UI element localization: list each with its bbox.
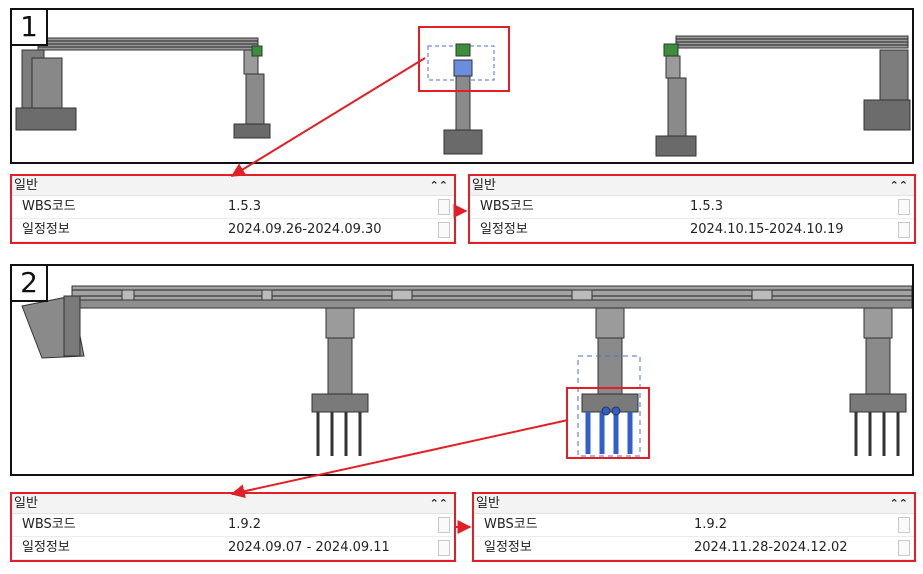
row-edit-button[interactable]: [898, 199, 910, 215]
schedule-row: 일정정보 2024.09.07 - 2024.09.11: [12, 537, 454, 560]
schedule-label: 일정정보: [484, 540, 532, 555]
schedule-row: 일정정보 2024.10.15-2024.10.19: [470, 219, 914, 242]
wbs-code-row: WBS코드 1.5.3: [470, 196, 914, 219]
panel-header-label: 일반: [472, 178, 496, 193]
schedule-value[interactable]: 2024.09.26-2024.09.30: [228, 222, 382, 237]
properties-panel-1-right: 일반 ⌃⌃ WBS코드 1.5.3 일정정보 2024.10.15-2024.1…: [468, 174, 916, 244]
panel-header-label: 일반: [14, 178, 38, 193]
schedule-value[interactable]: 2024.10.15-2024.10.19: [690, 222, 844, 237]
properties-panel-2-right: 일반 ⌃⌃ WBS코드 1.9.2 일정정보 2024.11.28-2024.1…: [472, 492, 916, 562]
section-number-2: 2: [12, 266, 48, 302]
properties-panel-2-left: 일반 ⌃⌃ WBS코드 1.9.2 일정정보 2024.09.07 - 2024…: [10, 492, 456, 562]
left-bridge-segment: [15, 37, 271, 139]
wbs-code-row: WBS코드 1.9.2: [12, 514, 454, 537]
pier-2: [577, 307, 641, 457]
wbs-code-row: WBS코드 1.5.3: [12, 196, 454, 219]
row-edit-button[interactable]: [438, 517, 450, 533]
panel-header[interactable]: 일반 ⌃⌃: [12, 494, 454, 514]
bridge-viewport-1[interactable]: 1: [10, 8, 914, 164]
bridge-model-view-2[interactable]: [12, 266, 912, 474]
wbs-code-value[interactable]: 1.5.3: [228, 199, 262, 214]
panel-header[interactable]: 일반 ⌃⌃: [470, 176, 914, 196]
panel-header-label: 일반: [476, 496, 500, 511]
section-number-1: 1: [12, 10, 48, 46]
wbs-code-value[interactable]: 1.9.2: [228, 517, 262, 532]
panel-header[interactable]: 일반 ⌃⌃: [12, 176, 454, 196]
wbs-code-label: WBS코드: [22, 517, 76, 532]
wbs-code-value[interactable]: 1.9.2: [694, 517, 728, 532]
row-edit-button[interactable]: [438, 222, 450, 238]
selected-pier: [427, 43, 495, 155]
double-chevron-up-icon[interactable]: ⌃⌃: [889, 497, 908, 510]
schedule-label: 일정정보: [480, 222, 528, 237]
panel-header-label: 일반: [14, 496, 38, 511]
bridge-viewport-2[interactable]: 2: [10, 264, 914, 476]
row-edit-button[interactable]: [898, 517, 910, 533]
wbs-code-label: WBS코드: [484, 517, 538, 532]
schedule-value[interactable]: 2024.11.28-2024.12.02: [694, 540, 848, 555]
double-chevron-up-icon[interactable]: ⌃⌃: [889, 179, 908, 192]
double-chevron-up-icon[interactable]: ⌃⌃: [429, 497, 448, 510]
schedule-value[interactable]: 2024.09.07 - 2024.09.11: [228, 540, 390, 555]
schedule-label: 일정정보: [22, 222, 70, 237]
pier-3: [849, 307, 907, 456]
wbs-code-row: WBS코드 1.9.2: [474, 514, 914, 537]
row-edit-button[interactable]: [438, 540, 450, 556]
pier-1: [311, 307, 369, 456]
bridge-model-view-1[interactable]: [12, 10, 912, 162]
double-chevron-up-icon[interactable]: ⌃⌃: [429, 179, 448, 192]
wbs-code-label: WBS코드: [480, 199, 534, 214]
schedule-label: 일정정보: [22, 540, 70, 555]
left-abutment: [21, 295, 85, 359]
panel-header[interactable]: 일반 ⌃⌃: [474, 494, 914, 514]
schedule-row: 일정정보 2024.09.26-2024.09.30: [12, 219, 454, 242]
schedule-row: 일정정보 2024.11.28-2024.12.02: [474, 537, 914, 560]
row-edit-button[interactable]: [898, 222, 910, 238]
right-bridge-segment: [655, 35, 911, 157]
wbs-code-value[interactable]: 1.5.3: [690, 199, 724, 214]
wbs-code-label: WBS코드: [22, 199, 76, 214]
properties-panel-1-left: 일반 ⌃⌃ WBS코드 1.5.3 일정정보 2024.09.26-2024.0…: [10, 174, 456, 244]
row-edit-button[interactable]: [898, 540, 910, 556]
bridge-deck: [71, 285, 912, 309]
row-edit-button[interactable]: [438, 199, 450, 215]
